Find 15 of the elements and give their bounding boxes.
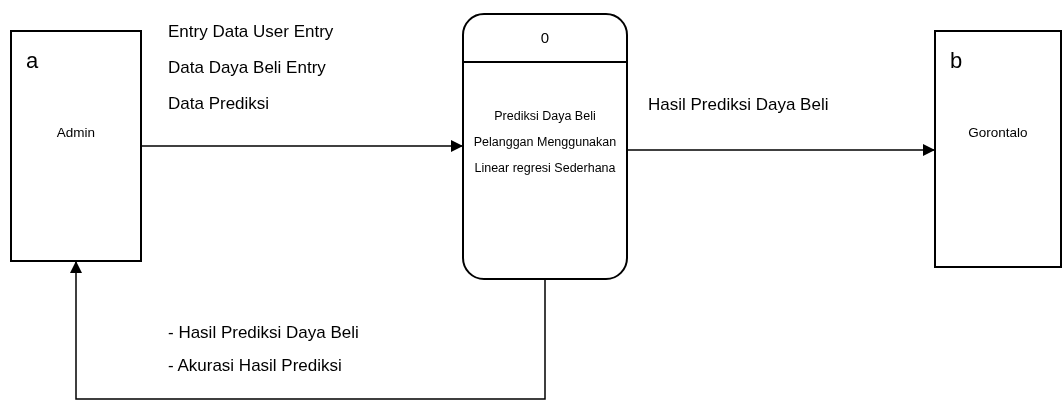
- edge-label: Hasil Prediksi Daya Beli: [648, 94, 830, 116]
- edge-label: - Hasil Prediksi Daya Beli - Akurasi Hasil Prediksi: [168, 322, 360, 377]
- entity-name: Gorontalo: [967, 124, 1029, 142]
- entity-name: Admin: [55, 124, 97, 142]
- entity-box: [934, 30, 1062, 268]
- arrow: [627, 144, 935, 156]
- process-box: [462, 13, 628, 280]
- entity-id: b: [950, 50, 963, 72]
- entity-box: [10, 30, 142, 262]
- process-name: Prediksi Daya Beli Pelanggan Menggunakan Linear regresi Sederhana: [472, 108, 618, 177]
- process-number: 0: [540, 27, 550, 48]
- arrow: [141, 140, 463, 152]
- edge-label: Entry Data User Entry Data Daya Beli Entry Data Prediksi: [168, 21, 335, 115]
- arrow: [70, 261, 546, 400]
- entity-id: a: [26, 50, 39, 72]
